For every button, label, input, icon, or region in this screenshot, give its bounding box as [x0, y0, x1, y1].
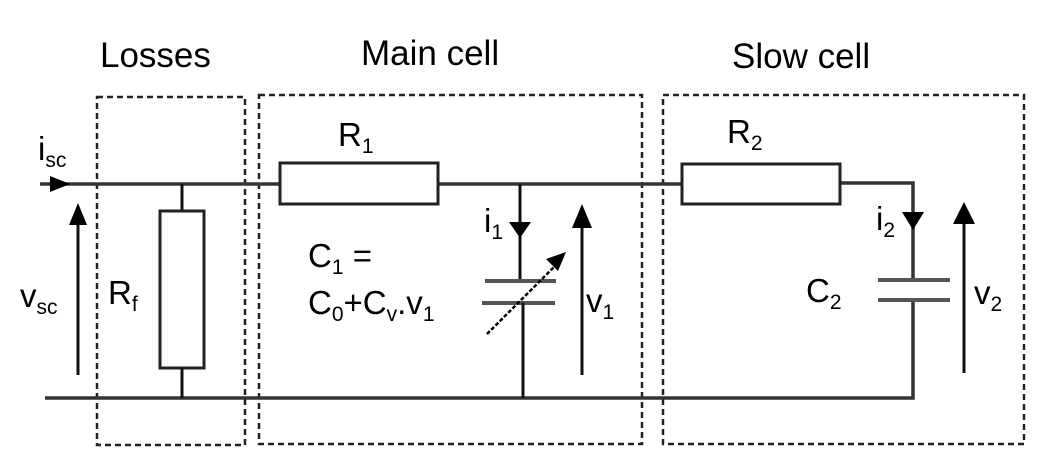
c1-variable-arrow-icon [546, 252, 566, 271]
rf-resistor [158, 209, 206, 370]
v2-arrow-icon [953, 202, 975, 224]
r2-label: R2 [727, 113, 763, 155]
c2-label: C2 [806, 272, 842, 314]
r1-resistor [278, 161, 440, 206]
r2-resistor [680, 162, 842, 206]
i2-label: i2 [876, 200, 895, 242]
v1-label: v1 [586, 282, 614, 324]
losses-title: Losses [100, 36, 211, 75]
slow-cell-title: Slow cell [732, 37, 870, 76]
main-cell-title: Main cell [361, 34, 499, 73]
v1-arrow-icon [572, 204, 592, 228]
slow-cell-box [661, 93, 1026, 446]
vsc-label: vsc [20, 277, 58, 319]
top-wire-right [840, 181, 915, 280]
i1-arrow-icon [509, 222, 531, 238]
i1-label: i1 [484, 202, 503, 244]
v2-label: v2 [974, 274, 1002, 316]
i2-arrow-icon [902, 212, 924, 230]
c1-equation-line2: C0+Cv.v1 [308, 284, 435, 326]
c1-variable-arrow-line [486, 262, 559, 335]
main-cell-box [257, 93, 644, 446]
isc-label: isc [38, 130, 66, 172]
bottom-wire [45, 300, 915, 400]
r1-label: R1 [338, 116, 374, 158]
vsc-arrow-icon [69, 203, 87, 225]
isc-arrow-icon [50, 176, 70, 192]
rf-label: Rf [108, 274, 138, 316]
c1-equation-line1: C1 = [308, 237, 372, 279]
losses-box [95, 95, 247, 447]
